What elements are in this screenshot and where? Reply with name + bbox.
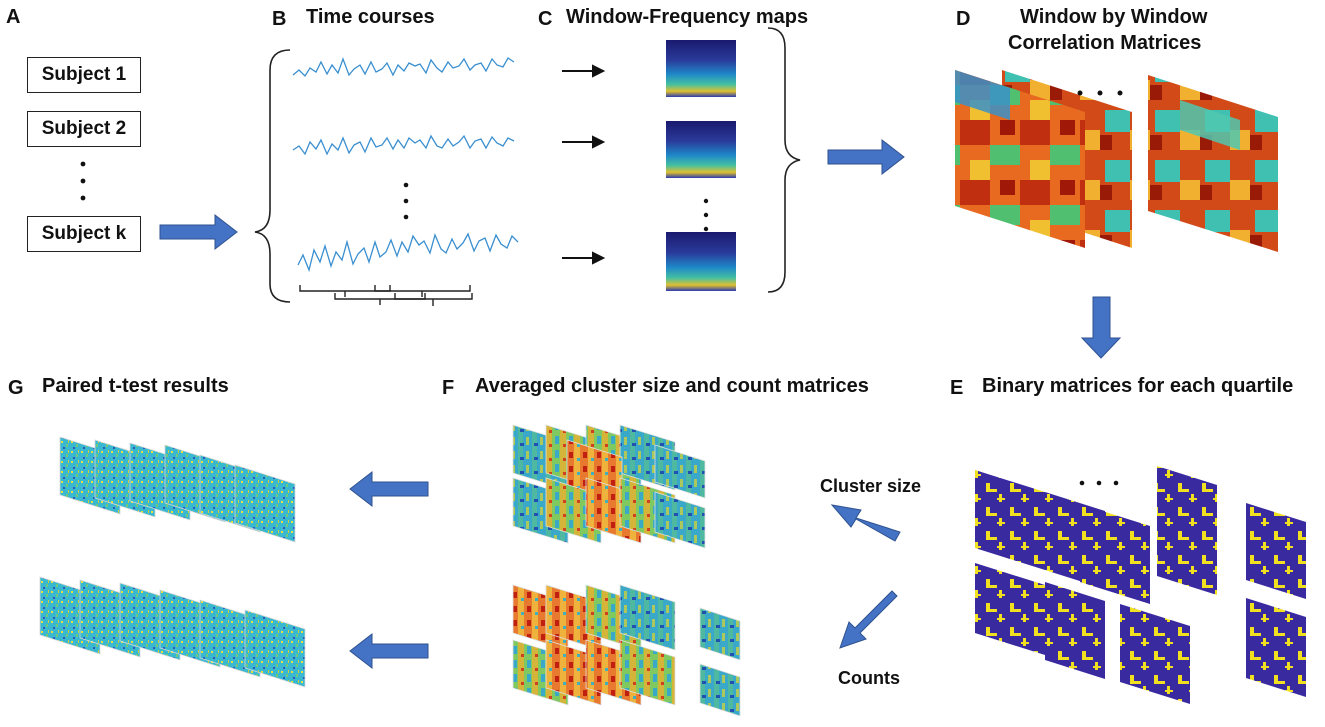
panel-title-e: Binary matrices for each quartile — [982, 375, 1294, 397]
correlation-matrices — [955, 70, 1278, 252]
subject-box-1: Subject 1 — [27, 57, 141, 93]
panel-title-d-line1: Window by Window — [1020, 6, 1208, 28]
arrow-subjects-to-timecourses — [159, 213, 238, 251]
panel-letter-f: F — [442, 377, 455, 399]
ttest-cluster-matrices — [59, 436, 296, 543]
arrow-correlation-to-binary — [1080, 296, 1122, 359]
ttest-count-matrices — [39, 576, 306, 688]
correlation-ellipsis-dots — [1077, 90, 1123, 96]
timecourses-left-brace — [254, 49, 291, 303]
panel-letter-g: G — [8, 377, 24, 399]
cluster-size-matrices — [512, 424, 706, 549]
timecourse-to-map-arrows — [562, 64, 606, 265]
subject-box-2: Subject 2 — [27, 111, 141, 147]
panel-letter-c: C — [538, 8, 553, 30]
sliding-window-braces — [299, 285, 473, 306]
window-frequency-maps — [666, 40, 736, 291]
panel-letter-a: A — [6, 6, 21, 28]
arrow-cluster-to-ttest — [349, 470, 429, 508]
panel-title-g: Paired t-test results — [42, 375, 229, 397]
panel-letter-d: D — [956, 8, 971, 30]
panel-title-b: Time courses — [306, 6, 435, 28]
panel-title-d-line2: Correlation Matrices — [1008, 32, 1202, 54]
arrow-label-counts: Counts — [838, 668, 900, 688]
subject-ellipsis-dots — [80, 161, 86, 201]
map-ellipsis-dots — [703, 198, 709, 232]
arrow-to-cluster-size — [830, 504, 901, 542]
timecourse-ellipsis-dots — [403, 182, 409, 220]
arrow-counts-to-ttest — [349, 632, 429, 670]
panel-title-f: Averaged cluster size and count matrices — [475, 375, 869, 397]
arrow-label-cluster-size: Cluster size — [820, 476, 922, 496]
subject-box-k: Subject k — [27, 216, 141, 252]
panel-title-c: Window-Frequency maps — [566, 6, 809, 28]
panel-letter-e: E — [950, 377, 964, 399]
count-matrices — [512, 584, 741, 717]
binary-ellipsis-dots — [1079, 480, 1119, 486]
time-course-signals — [292, 57, 519, 273]
arrow-to-counts — [839, 590, 898, 649]
arrow-maps-to-correlation — [827, 138, 905, 176]
panel-letter-b: B — [272, 8, 287, 30]
maps-right-brace — [767, 27, 801, 293]
binary-matrices — [975, 466, 1306, 704]
